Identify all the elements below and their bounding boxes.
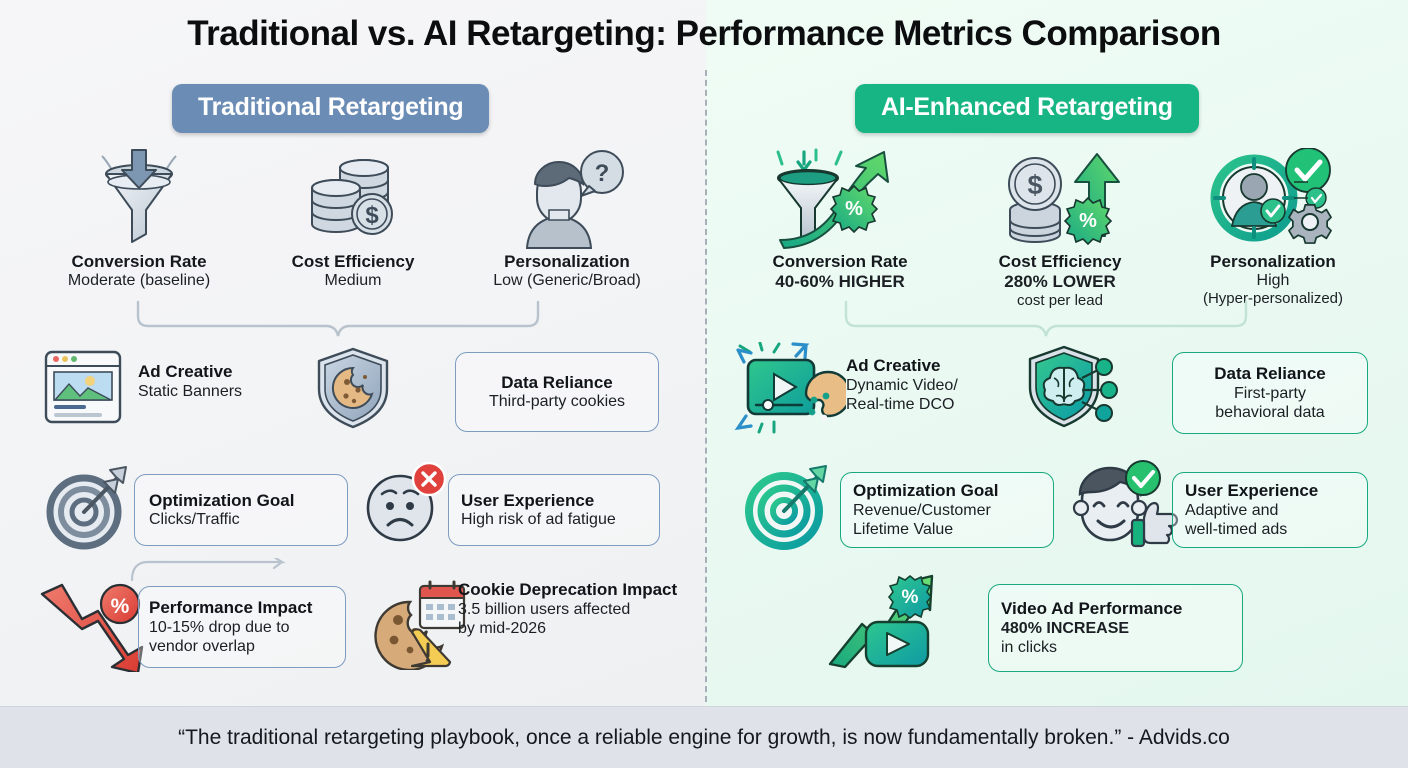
item-line-1: 480% INCREASE xyxy=(1001,619,1130,637)
metric-conversion-rate-traditional: Conversion Rate Moderate (baseline) xyxy=(24,148,254,290)
item-line-1: Adaptive and xyxy=(1185,501,1279,519)
target-arrow-icon xyxy=(42,464,134,557)
item-line-1: Revenue/Customer xyxy=(853,501,991,519)
left-row-connector xyxy=(130,555,300,587)
sad-face-x-icon xyxy=(362,461,448,549)
item-title: User Experience xyxy=(1185,480,1319,500)
coin-stack-dollar-icon: $ xyxy=(238,148,468,252)
item-title: Data Reliance xyxy=(1214,363,1326,383)
item-line-1: Dynamic Video/ xyxy=(846,376,958,394)
item-data-reliance-ai: Data Reliance First-party behavioral dat… xyxy=(1172,352,1368,434)
item-video-ad-performance-ai: Video Ad Performance 480% INCREASE in cl… xyxy=(988,584,1243,672)
metric-name: Conversion Rate xyxy=(71,252,207,271)
metric-personalization-traditional: ? Personalization Low (Generic/Broad) xyxy=(452,148,682,290)
item-line-1: High risk of ad fatigue xyxy=(461,511,616,529)
svg-text:%: % xyxy=(902,587,919,608)
item-line-2: behavioral data xyxy=(1215,403,1325,421)
metric-value: High xyxy=(1256,272,1290,289)
item-data-reliance-traditional: Data Reliance Third-party cookies xyxy=(455,352,659,432)
item-line-2: by mid-2026 xyxy=(458,619,547,637)
metric-value: Medium xyxy=(324,272,382,289)
metric-conversion-rate-ai: % Conversion Rate 40-60% HIGHER xyxy=(725,148,955,292)
svg-text:?: ? xyxy=(595,160,610,187)
item-line-1: First-party xyxy=(1234,384,1306,402)
person-check-gear-icon xyxy=(1158,148,1388,252)
person-question-bubble-icon: ? xyxy=(452,148,682,252)
metric-value: Low (Generic/Broad) xyxy=(493,272,641,289)
panel-divider xyxy=(705,70,707,702)
left-bracket-connector xyxy=(130,300,550,347)
item-line-1: 10-15% drop due to xyxy=(149,618,290,636)
funnel-down-arrow-icon xyxy=(24,148,254,252)
metric-cost-efficiency-ai: $ % Cost Efficiency 280% LOWER cost per … xyxy=(945,148,1175,309)
browser-image-banner-icon xyxy=(42,348,124,431)
metric-subvalue: cost per lead xyxy=(1017,291,1103,309)
svg-text:%: % xyxy=(845,198,863,220)
traditional-column-pill: Traditional Retargeting xyxy=(172,84,490,133)
item-title: Optimization Goal xyxy=(149,490,295,510)
shield-cookie-icon xyxy=(310,346,396,435)
item-ad-creative-traditional: Ad Creative Static Banners xyxy=(138,362,242,401)
svg-text:%: % xyxy=(1079,210,1097,232)
shield-brain-network-icon xyxy=(1020,344,1124,437)
item-line-1: Clicks/Traffic xyxy=(149,511,240,529)
item-line-1: 3.5 billion users affected xyxy=(458,600,631,618)
metric-name: Personalization xyxy=(504,252,630,271)
item-user-experience-ai: User Experience Adaptive and well-timed … xyxy=(1172,472,1368,548)
right-bracket-connector xyxy=(838,300,1258,347)
item-line-2: Lifetime Value xyxy=(853,520,954,538)
target-arrow-green-icon xyxy=(740,462,836,557)
metric-name: Conversion Rate xyxy=(772,252,908,271)
item-user-experience-traditional: User Experience High risk of ad fatigue xyxy=(448,474,660,546)
item-title: User Experience xyxy=(461,490,595,510)
svg-text:%: % xyxy=(111,595,130,618)
item-ad-creative-ai: Ad Creative Dynamic Video/ Real-time DCO xyxy=(846,356,958,414)
svg-text:$: $ xyxy=(1027,170,1042,200)
item-line-2: vendor overlap xyxy=(149,637,255,655)
item-title: Cookie Deprecation Impact xyxy=(458,580,678,599)
item-title: Optimization Goal xyxy=(853,480,999,500)
metric-cost-efficiency-traditional: $ Cost Efficiency Medium xyxy=(238,148,468,290)
cookie-calendar-warning-icon xyxy=(370,578,470,675)
metric-name: Cost Efficiency xyxy=(291,252,415,271)
ai-column-pill: AI-Enhanced Retargeting xyxy=(855,84,1199,133)
video-play-palette-icon xyxy=(734,341,852,439)
footer-quote: “The traditional retargeting playbook, o… xyxy=(178,725,1230,749)
item-optimization-goal-traditional: Optimization Goal Clicks/Traffic xyxy=(134,474,348,546)
svg-text:$: $ xyxy=(365,202,379,229)
item-performance-impact-traditional: Performance Impact 10-15% drop due to ve… xyxy=(138,586,346,668)
item-title: Ad Creative xyxy=(138,362,233,381)
item-line-1: Static Banners xyxy=(138,382,243,400)
metric-value: Moderate (baseline) xyxy=(67,272,211,289)
coin-stack-up-arrow-percent-icon: $ % xyxy=(945,148,1175,252)
item-optimization-goal-ai: Optimization Goal Revenue/Customer Lifet… xyxy=(840,472,1054,548)
item-line-2: in clicks xyxy=(1001,638,1058,656)
item-title: Data Reliance xyxy=(501,372,613,392)
funnel-up-arrow-percent-icon: % xyxy=(725,148,955,252)
footer-quote-bar: “The traditional retargeting playbook, o… xyxy=(0,706,1408,768)
metric-name: Cost Efficiency xyxy=(998,252,1122,271)
metric-subvalue: (Hyper-personalized) xyxy=(1202,290,1344,308)
item-line-1: Third-party cookies xyxy=(488,393,626,411)
metric-personalization-ai: Personalization High (Hyper-personalized… xyxy=(1158,148,1388,307)
item-line-2: well-timed ads xyxy=(1185,520,1288,538)
up-arrow-play-percent-icon: % xyxy=(824,574,976,675)
metric-value: 280% LOWER xyxy=(1004,272,1116,291)
item-cookie-deprecation-traditional: Cookie Deprecation Impact 3.5 billion us… xyxy=(458,580,690,638)
happy-face-thumbsup-check-icon xyxy=(1068,460,1179,555)
page-title: Traditional vs. AI Retargeting: Performa… xyxy=(187,14,1221,53)
item-line-2: Real-time DCO xyxy=(846,395,955,413)
metric-name: Personalization xyxy=(1210,252,1336,271)
metric-value: 40-60% HIGHER xyxy=(775,272,905,291)
item-title: Video Ad Performance xyxy=(1001,598,1183,618)
down-arrow-percent-icon: % xyxy=(34,580,144,677)
item-title: Ad Creative xyxy=(846,356,941,375)
item-title: Performance Impact xyxy=(149,597,313,617)
